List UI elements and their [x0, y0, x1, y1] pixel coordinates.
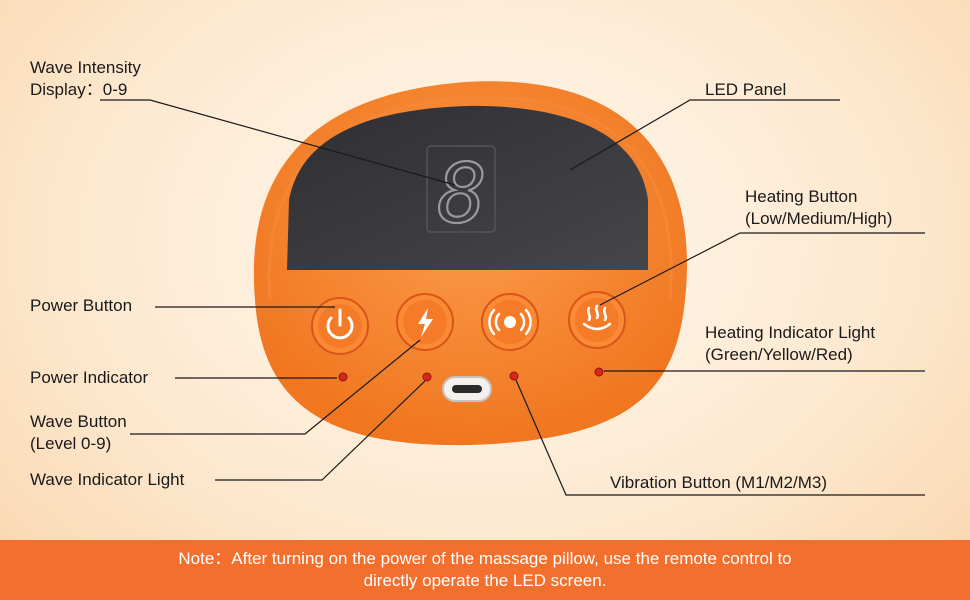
power-button[interactable]	[311, 297, 369, 355]
leader-wave-button	[130, 339, 421, 435]
leader-wave-intensity	[100, 99, 456, 186]
remote-control-illustration: 8	[253, 81, 687, 446]
label-vibration-button: Vibration Button (M1/M2/M3)	[610, 473, 827, 492]
wave-intensity-digit: 8	[437, 147, 486, 242]
label-power-button: Power Button	[30, 296, 133, 315]
wave-indicator-light	[422, 372, 432, 382]
lightning-icon	[418, 308, 433, 337]
label-power-indicator: Power Indicator	[30, 368, 149, 387]
heating-button[interactable]	[568, 291, 626, 349]
led-panel	[287, 105, 648, 270]
vibration-indicator-light	[509, 371, 519, 381]
label-wave-indicator: Wave Indicator Light	[30, 470, 185, 489]
label-heating-indicator: Heating Indicator Light (Green/Yellow/Re…	[705, 323, 876, 364]
usb-c-port	[442, 376, 492, 402]
wave-button[interactable]	[396, 293, 454, 351]
note-line-1: Note：After turning on the power of the m…	[178, 549, 792, 568]
device-rim	[267, 95, 673, 301]
leader-lines	[100, 99, 925, 496]
label-wave-intensity-display: Wave Intensity Display：0-9	[30, 58, 141, 99]
vibration-button[interactable]	[481, 293, 539, 351]
heat-waves-icon	[582, 304, 612, 331]
label-led-panel: LED Panel	[705, 80, 787, 99]
power-icon	[326, 308, 354, 340]
leader-wave-indicator	[215, 380, 426, 481]
label-wave-button: Wave Button (Level 0-9)	[30, 412, 127, 453]
segment-display-frame	[426, 145, 496, 233]
vibration-icon	[488, 308, 532, 336]
label-heating-button: Heating Button (Low/Medium/High)	[745, 187, 893, 228]
heating-indicator-light	[594, 367, 604, 377]
leader-heating-button	[599, 232, 925, 306]
note-line-2: directly operate the LED screen.	[363, 571, 607, 590]
leader-led-panel	[569, 99, 840, 171]
leader-vibration-button	[515, 379, 925, 496]
note-bar: Note：After turning on the power of the m…	[0, 540, 970, 600]
power-indicator-light	[338, 372, 348, 382]
